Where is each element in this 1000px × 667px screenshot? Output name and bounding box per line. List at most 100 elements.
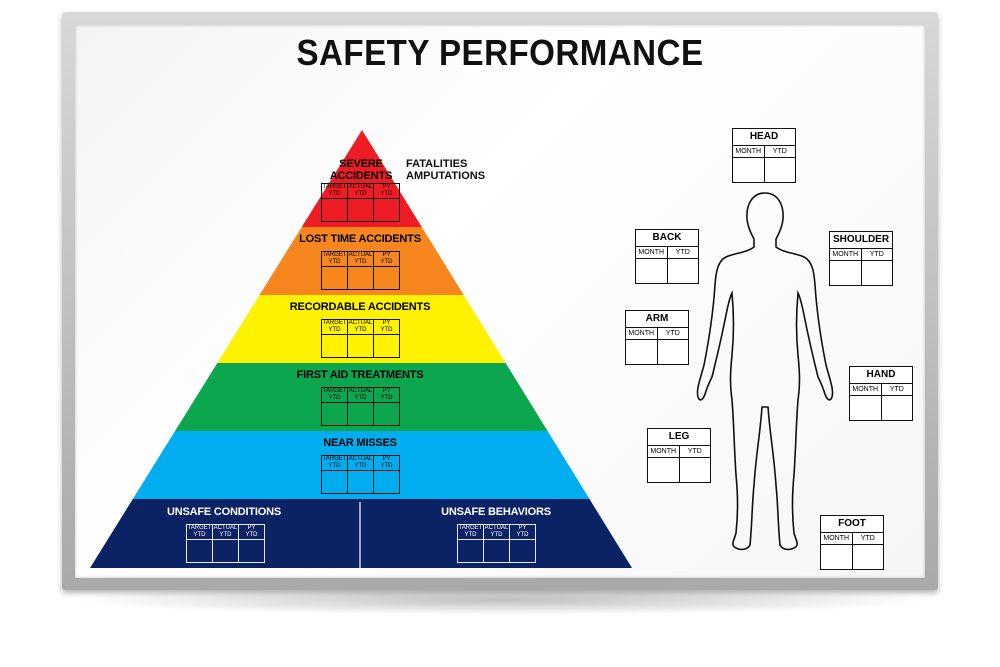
- unsafe-conditions-label: UNSAFE CONDITIONS: [167, 506, 281, 518]
- value-cell[interactable]: [636, 259, 667, 283]
- value-cell[interactable]: [347, 334, 374, 358]
- head-label: HEAD: [733, 129, 795, 146]
- unsafe-behaviors-label: UNSAFE BEHAVIORS: [441, 506, 551, 518]
- value-cell[interactable]: [347, 266, 374, 290]
- column-header-bottom: YTD: [380, 395, 393, 401]
- value-cell[interactable]: [321, 198, 348, 222]
- value-cell[interactable]: [656, 340, 689, 364]
- column-header-bottom: YTD: [245, 532, 258, 538]
- band-unsafe: [90, 499, 632, 568]
- fatalities-label: FATALITIES: [406, 158, 468, 170]
- value-cell[interactable]: [626, 340, 657, 364]
- column-header-top: PY: [382, 456, 391, 462]
- foot-label: FOOT: [821, 516, 883, 533]
- column-header-bottom: YTD: [380, 463, 393, 469]
- column-header-top: ACTUAL: [348, 456, 373, 462]
- column-header: YTD: [763, 146, 795, 158]
- column-header-top: PY: [518, 525, 527, 531]
- column-header-bottom: YTD: [193, 532, 206, 538]
- back-label: BACK: [636, 230, 698, 247]
- value-cell[interactable]: [373, 402, 400, 426]
- column-header-top: TARGET: [322, 252, 347, 258]
- board-shadow: [70, 585, 935, 615]
- value-cell[interactable]: [212, 539, 239, 563]
- value-cell[interactable]: [509, 539, 536, 563]
- value-cell[interactable]: [483, 539, 510, 563]
- value-cell[interactable]: [860, 261, 893, 285]
- value-cell[interactable]: [830, 261, 861, 285]
- value-cell[interactable]: [321, 334, 348, 358]
- column-header-top: TARGET: [187, 525, 212, 531]
- value-cell[interactable]: [648, 458, 679, 482]
- value-cell[interactable]: [347, 470, 374, 494]
- value-cell[interactable]: [678, 458, 711, 482]
- value-cell[interactable]: [238, 539, 265, 563]
- column-header-top: ACTUAL: [213, 525, 238, 531]
- column-header-bottom: YTD: [380, 191, 393, 197]
- column-header: MONTH: [830, 249, 861, 261]
- column-header-top: ACTUAL: [348, 320, 373, 326]
- value-cell[interactable]: [373, 266, 400, 290]
- page-title: SAFETY PERFORMANCE: [296, 32, 704, 73]
- column-header-bottom: YTD: [464, 532, 477, 538]
- column-header-top: ACTUAL: [484, 525, 509, 531]
- value-cell[interactable]: [321, 266, 348, 290]
- human-body-outline: [696, 192, 834, 551]
- hand-label: HAND: [850, 367, 912, 384]
- shoulder-label: SHOULDER: [830, 232, 892, 249]
- value-cell[interactable]: [321, 470, 348, 494]
- column-header-top: ACTUAL: [348, 388, 373, 394]
- value-cell[interactable]: [733, 158, 764, 182]
- recordable-label: RECORDABLE ACCIDENTS: [289, 301, 431, 313]
- column-header-bottom: YTD: [354, 327, 367, 333]
- severe-label-line1: SEVERE: [339, 158, 383, 170]
- value-cell[interactable]: [880, 396, 913, 420]
- value-cell[interactable]: [763, 158, 796, 182]
- value-cell[interactable]: [347, 198, 374, 222]
- column-header-top: TARGET: [322, 320, 347, 326]
- value-cell[interactable]: [851, 545, 884, 569]
- column-header-bottom: YTD: [354, 395, 367, 401]
- column-header: YTD: [678, 446, 710, 458]
- column-header-bottom: YTD: [490, 532, 503, 538]
- value-cell[interactable]: [347, 402, 374, 426]
- value-cell[interactable]: [373, 470, 400, 494]
- value-cell[interactable]: [457, 539, 484, 563]
- column-header-top: TARGET: [458, 525, 483, 531]
- value-cell[interactable]: [666, 259, 699, 283]
- column-header: YTD: [880, 384, 912, 396]
- value-cell[interactable]: [373, 198, 400, 222]
- column-header-top: PY: [382, 388, 391, 394]
- column-header-top: ACTUAL: [348, 184, 373, 190]
- column-header: MONTH: [626, 328, 657, 340]
- column-header: MONTH: [733, 146, 764, 158]
- value-cell[interactable]: [821, 545, 852, 569]
- value-cell[interactable]: [321, 402, 348, 426]
- value-cell[interactable]: [850, 396, 881, 420]
- value-cell[interactable]: [186, 539, 213, 563]
- value-cell[interactable]: [373, 334, 400, 358]
- column-header-bottom: YTD: [354, 259, 367, 265]
